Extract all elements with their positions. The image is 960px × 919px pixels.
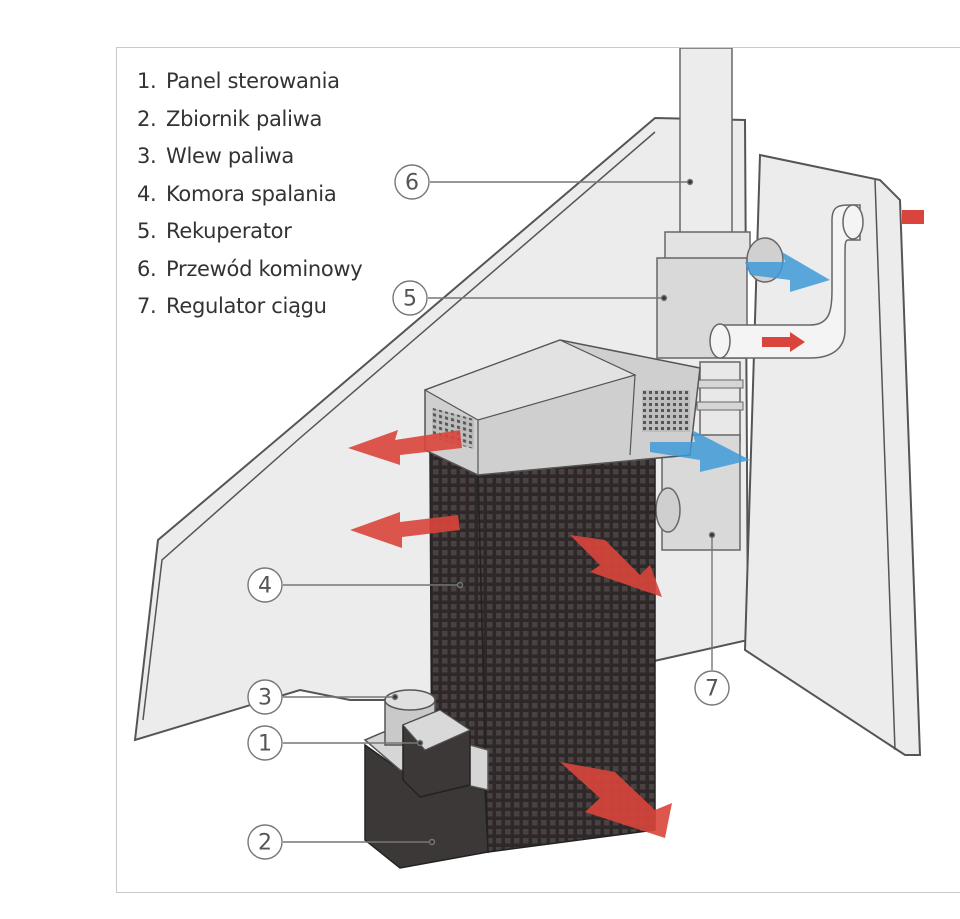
hot-air-arrow-front (570, 535, 662, 597)
legend-item: 5.Rekuperator (137, 219, 292, 243)
legend-item: 4.Komora spalania (137, 181, 337, 206)
heater-vent-right (642, 390, 690, 432)
callout-2-label: 2 (258, 831, 272, 856)
hot-air-arrow-duct (762, 332, 805, 352)
fuel-filler-cap (384, 689, 436, 711)
callout-7-circle (694, 670, 730, 706)
back-wall-edge (142, 131, 656, 721)
callout-4-circle (247, 567, 283, 603)
connector-ring-1 (696, 379, 744, 389)
callout-6-label: 6 (405, 171, 419, 196)
cold-air-arrow-bottom (650, 430, 750, 472)
callout-5-circle (392, 280, 428, 316)
legend-item: 6.Przewód kominowy (137, 256, 363, 281)
legend-item: 7.Regulator ciągu (137, 294, 327, 318)
cold-air-arrow-top (745, 252, 830, 292)
legend-list: 1.Panel sterowania 2.Zbiornik paliwa 3.W… (137, 66, 363, 329)
side-wall (743, 153, 922, 756)
recuperator-top (664, 231, 751, 263)
callout-7-label: 7 (705, 677, 719, 702)
callout-5-label: 5 (403, 287, 417, 312)
hot-air-arrow-bottom (560, 762, 672, 838)
draft-regulator-knob (655, 487, 681, 533)
heater-top-edge (477, 374, 636, 475)
callout-4-label: 4 (258, 574, 272, 599)
callout-6-circle (394, 164, 430, 200)
callout-3-label: 3 (258, 686, 272, 711)
chimney-pipe (679, 48, 733, 239)
hot-air-arrow-mid (350, 512, 460, 548)
side-wall-red-mark (902, 210, 924, 224)
callout-1-circle (247, 725, 283, 761)
diagram-frame (116, 47, 960, 893)
duct-pipe-end (709, 323, 731, 359)
connector-ring-2 (696, 401, 744, 411)
hot-air-arrow-top (348, 430, 462, 465)
callout-2-circle (247, 824, 283, 860)
callout-1-label: 1 (258, 732, 272, 757)
callout-3-circle (247, 679, 283, 715)
legend-item: 1.Panel sterowania (137, 69, 340, 93)
side-wall-edge (874, 179, 896, 751)
legend-item: 3.Wlew paliwa (137, 144, 294, 168)
legend-item: 2.Zbiornik paliwa (137, 106, 323, 131)
duct-pipe-top (842, 204, 864, 240)
